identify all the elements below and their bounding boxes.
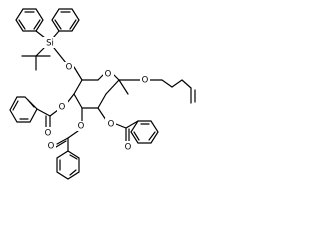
oxygen-anomeric: O (140, 75, 150, 86)
silyl-bonds (21, 30, 67, 71)
svg-text:O: O (105, 70, 112, 80)
oxygen-ester-c3: O (76, 121, 87, 132)
phenyl-ring-left (15, 8, 44, 32)
oxygen-carbonyl-c4: O (42, 127, 53, 139)
oxygen-silyl-ether: O (64, 62, 74, 73)
svg-text:O: O (78, 122, 85, 132)
oxygen-carbonyl-c3: O (46, 141, 56, 152)
benzoyl-ester-c2 (97, 107, 159, 144)
svg-text:Si: Si (46, 39, 54, 49)
svg-text:O: O (125, 143, 132, 153)
svg-text:O: O (66, 63, 73, 73)
svg-text:O: O (59, 103, 66, 113)
svg-text:O: O (48, 142, 55, 152)
svg-text:O: O (108, 120, 115, 130)
oxygen-ester-c4: O (57, 101, 68, 113)
benzoyl-ester-c3 (55, 107, 83, 180)
pyranose-ring (73, 66, 129, 109)
pentenyl-chain (118, 79, 196, 104)
svg-text:O: O (45, 129, 52, 139)
oxygen-carbonyl-c2: O (122, 141, 133, 153)
oxygen-ring: O (103, 69, 114, 80)
svg-text:O: O (142, 76, 149, 86)
si-atom: Si (43, 37, 57, 49)
benzoyl-ester-c4 (9, 93, 75, 129)
oxygen-ester-c2: O (105, 118, 116, 130)
phenyl-ring-right (51, 8, 80, 32)
structure-diagram: Si O O O O O O O O O (9, 8, 196, 180)
